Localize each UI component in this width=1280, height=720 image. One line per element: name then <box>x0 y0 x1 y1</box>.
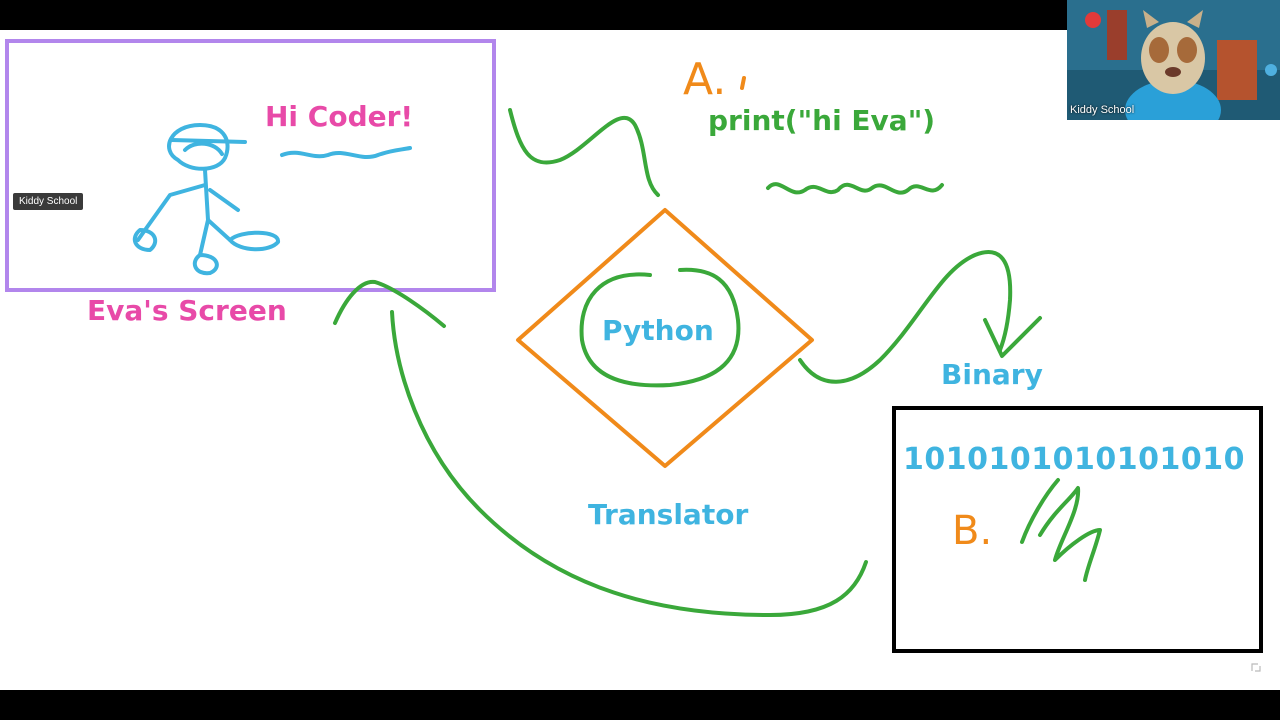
python-label: Python <box>602 314 714 347</box>
squiggle-drawing <box>280 146 412 159</box>
participant-name-tag: Kiddy School <box>13 193 84 210</box>
arrow-drawing <box>798 250 1013 384</box>
hi-coder-text: Hi Coder! <box>265 100 414 133</box>
stick-figure-drawing <box>132 123 280 276</box>
top-bar <box>0 0 1280 30</box>
whiteboard-drawings <box>132 76 1102 617</box>
bottom-bar <box>0 690 1280 720</box>
participant-name: Kiddy School <box>1070 104 1135 116</box>
expand-icon[interactable] <box>1250 661 1262 673</box>
translator-label: Translator <box>588 498 749 531</box>
arrow-drawing <box>390 310 868 617</box>
squiggle-drawing <box>766 182 944 195</box>
python-circle <box>579 267 741 388</box>
participant-video[interactable]: Kiddy School <box>1067 0 1280 120</box>
eva-screen-box <box>5 39 496 292</box>
whiteboard-canvas[interactable]: Kiddy School Hi Coder! Eva's Screen A. p… <box>0 30 1280 690</box>
binary-output-box <box>892 406 1263 653</box>
step-a-marker: A. <box>683 54 727 105</box>
arrow-drawing <box>508 108 660 197</box>
eva-screen-caption: Eva's Screen <box>87 294 287 327</box>
step-b-marker: B. <box>952 508 993 554</box>
binary-label: Binary <box>941 358 1043 391</box>
binary-digits: 1010101010101010 <box>903 442 1245 477</box>
video-feed-image <box>1067 0 1280 120</box>
print-code-text: print("hi Eva") <box>708 104 936 137</box>
translator-diamond <box>516 208 814 468</box>
